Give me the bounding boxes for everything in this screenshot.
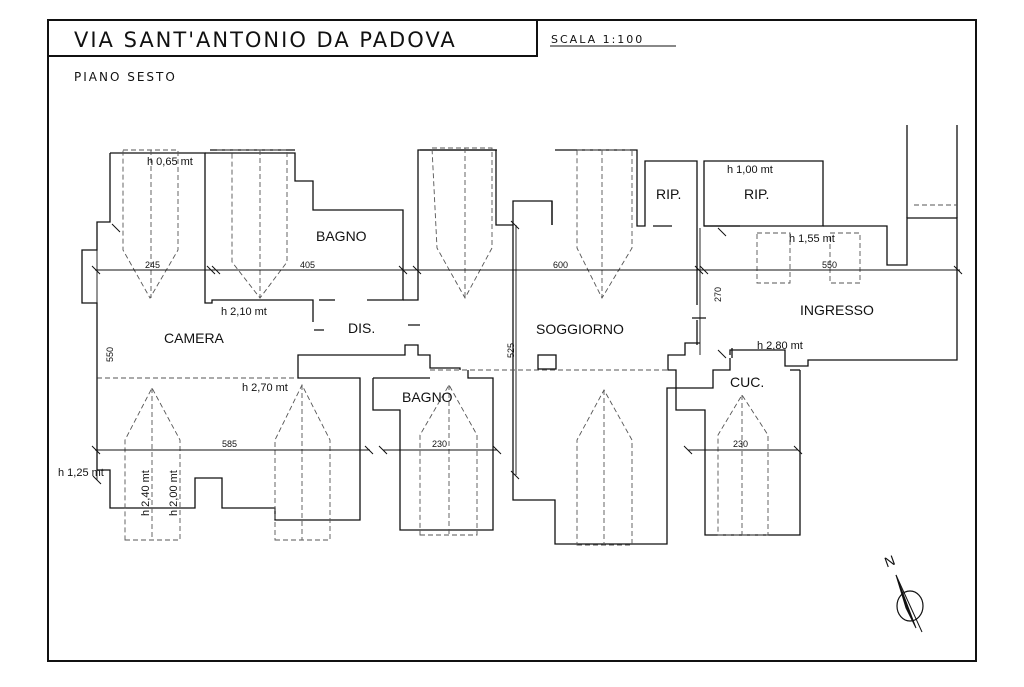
height-155: h 1,55 mt <box>789 233 835 245</box>
room-ingresso: INGRESSO <box>800 302 874 318</box>
plan-title: VIA SANT'ANTONIO DA PADOVA <box>74 28 457 52</box>
height-065: h 0,65 mt <box>147 156 193 168</box>
dim-550-left: 550 <box>105 347 115 362</box>
compass-north-label: N <box>882 552 897 570</box>
room-bagno-bottom: BAGNO <box>402 389 453 405</box>
height-280: h 2,80 mt <box>757 340 803 352</box>
dimension-lines <box>95 222 960 480</box>
dim-405: 405 <box>300 260 315 270</box>
height-270: h 2,70 mt <box>242 382 288 394</box>
room-rip-right: RIP. <box>744 186 769 202</box>
dim-270: 270 <box>713 287 723 302</box>
dim-245: 245 <box>145 260 160 270</box>
room-bagno-top: BAGNO <box>316 228 367 244</box>
scale-label: SCALA 1:100 <box>551 33 644 46</box>
dim-600: 600 <box>553 260 568 270</box>
floor-label: PIANO SESTO <box>74 70 177 84</box>
roof-dashed-lines <box>97 147 957 546</box>
title-box <box>48 19 538 57</box>
room-camera: CAMERA <box>164 330 225 346</box>
room-rip-left: RIP. <box>656 186 681 202</box>
walls <box>81 125 958 545</box>
room-dis: DIS. <box>348 320 375 336</box>
dim-550-top: 550 <box>822 260 837 270</box>
height-100: h 1,00 mt <box>727 164 773 176</box>
height-240: h 2,40 mt <box>140 470 152 516</box>
dim-525: 525 <box>506 343 516 358</box>
room-soggiorno: SOGGIORNO <box>536 321 624 337</box>
dim-230-b: 230 <box>733 439 748 449</box>
dimension-ticks <box>91 220 963 485</box>
height-210: h 2,10 mt <box>221 306 267 318</box>
height-200: h 2,00 mt <box>168 470 180 516</box>
dim-585: 585 <box>222 439 237 449</box>
north-compass-icon: N <box>882 552 924 633</box>
dim-230-a: 230 <box>432 439 447 449</box>
room-cucina: CUC. <box>730 374 764 390</box>
height-125: h 1,25 mt <box>58 467 104 479</box>
